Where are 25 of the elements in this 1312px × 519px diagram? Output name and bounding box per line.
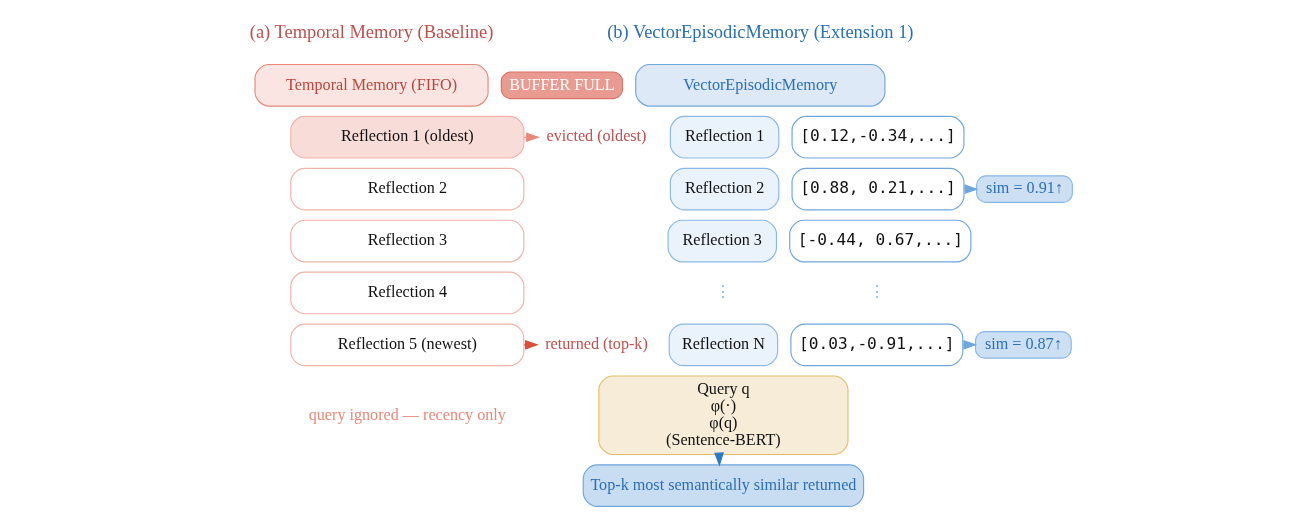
node-box: sim = 0.91↑ [975,175,1073,203]
node-box: Reflection 4 [289,271,524,315]
node-text: returned (top-k) [544,335,648,353]
node-box: Reflection 3 [666,219,777,263]
label: ⋮ [868,283,885,301]
node-box: Reflection 1 [669,115,779,159]
node-box: VectorEpisodicMemory [634,63,885,107]
node-text: evicted (oldest) [546,127,646,145]
node-box: sim = 0.87↑ [974,331,1072,359]
arrow [523,340,539,350]
node-box: Top-k most semantically similar returned [582,464,864,507]
label: (a) Temporal Memory (Baseline) [249,21,493,42]
node-box: Reflection 3 [289,219,524,263]
node-box: Reflection 2 [289,167,524,211]
node-box: Reflection 1 (oldest) [289,115,524,159]
label: ⋮ [714,283,731,301]
node-box: Reflection 2 [669,167,779,211]
node-box: BUFFER FULL [500,71,623,100]
node-box: Reflection N [668,323,778,367]
node-box: [0.12,-0.34,...] [790,115,964,159]
label: query ignored — recency only [308,405,506,423]
label: (b) VectorEpisodicMemory (Extension 1) [606,21,914,42]
node-box: Temporal Memory (FIFO) [253,63,489,107]
node-box: [-0.44, 0.67,...] [788,219,971,263]
arrow [523,132,540,143]
